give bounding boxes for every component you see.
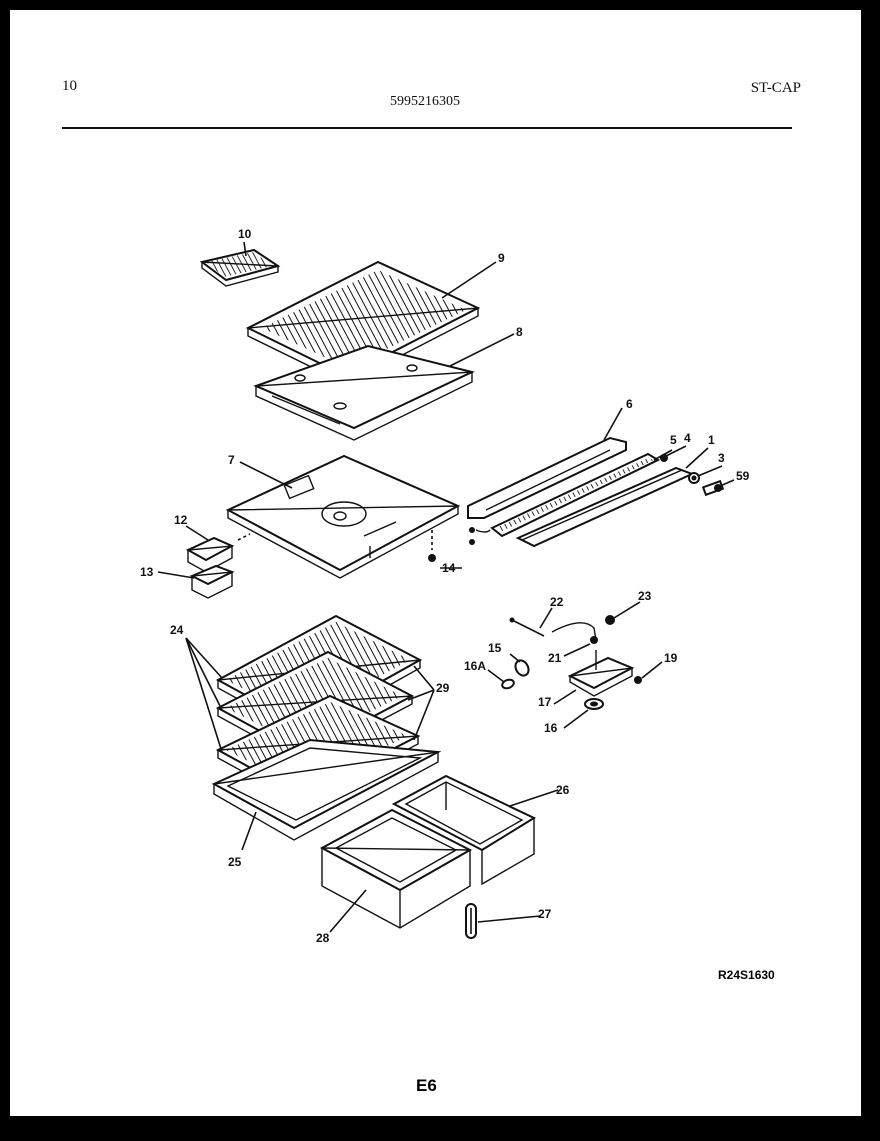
label-59: 59 [736, 469, 750, 483]
label-14: 14 [442, 561, 456, 575]
glide-27 [465, 903, 477, 939]
divider-panel [225, 454, 461, 579]
label-21: 21 [548, 651, 562, 665]
freezer-shelf-plate [253, 344, 475, 441]
label-16: 16 [544, 721, 558, 735]
drawing-reference-code: R24S1630 [718, 968, 775, 982]
light-assembly [501, 615, 642, 710]
label-17: 17 [538, 695, 552, 709]
model-code: ST-CAP [750, 80, 801, 96]
label-3: 3 [718, 451, 725, 465]
page-code: E6 [416, 1076, 437, 1095]
label-25: 25 [228, 855, 242, 869]
label-5: 5 [670, 433, 677, 447]
bracket-12 [185, 533, 251, 573]
bracket-13 [189, 564, 235, 599]
label-9: 9 [498, 251, 505, 265]
label-16a: 16A [464, 659, 486, 673]
part-labels: 10 9 8 6 5 4 1 3 59 7 12 13 14 22 23 15 … [140, 227, 750, 945]
label-13: 13 [140, 565, 154, 579]
parts-diagram-sheet: 10 5995216305 ST-CAP [10, 10, 861, 1116]
label-15: 15 [488, 641, 502, 655]
label-7: 7 [228, 453, 235, 467]
screw-14 [428, 530, 436, 562]
label-23: 23 [638, 589, 652, 603]
label-12: 12 [174, 513, 188, 527]
crisper-cover [211, 738, 442, 841]
bushing-3-center [691, 475, 697, 481]
label-29: 29 [436, 681, 450, 695]
label-4: 4 [684, 431, 691, 445]
part-number: 5995216305 [390, 94, 460, 109]
header-rule [62, 127, 792, 129]
exploded-view-drawing: 10 9 8 6 5 4 1 3 59 7 12 13 14 22 23 15 … [140, 227, 750, 945]
bolt-59 [701, 479, 725, 497]
label-1: 1 [708, 433, 715, 447]
leader-lines [157, 241, 735, 933]
support-rail [467, 436, 627, 519]
label-6: 6 [626, 397, 633, 411]
label-22: 22 [550, 595, 564, 609]
page-number: 10 [62, 78, 77, 94]
label-28: 28 [316, 931, 330, 945]
crisper-drawer-left [319, 808, 473, 929]
ice-tray [199, 248, 281, 287]
ribbed-rail [469, 452, 661, 545]
label-26: 26 [556, 783, 570, 797]
label-19: 19 [664, 651, 678, 665]
evaporator-cover [245, 260, 481, 385]
label-10: 10 [238, 227, 252, 241]
label-24: 24 [170, 623, 184, 637]
crisper-drawer-right [391, 774, 537, 886]
label-8: 8 [516, 325, 523, 339]
label-27: 27 [538, 907, 552, 921]
